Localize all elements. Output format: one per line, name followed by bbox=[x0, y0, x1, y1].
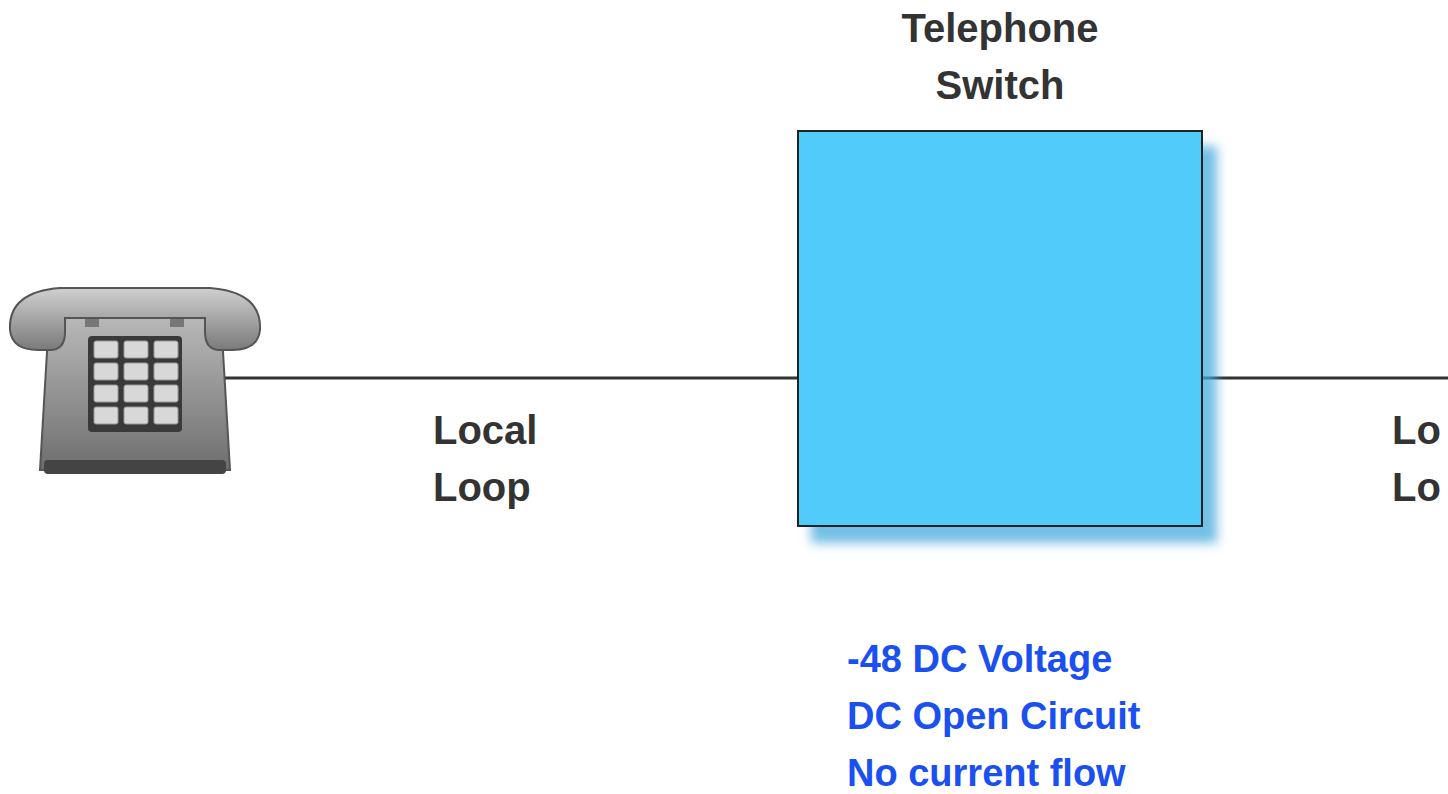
phone-key bbox=[94, 385, 118, 402]
state-note: DC Open Circuit bbox=[847, 693, 1407, 739]
phone-key bbox=[94, 407, 118, 424]
telephone-icon bbox=[10, 288, 260, 474]
phone-key bbox=[124, 385, 148, 402]
state-note: -48 DC Voltage bbox=[847, 636, 1407, 682]
phone-key bbox=[154, 385, 178, 402]
phone-key bbox=[124, 407, 148, 424]
wire-label: Local Loop bbox=[433, 402, 583, 516]
phone-key bbox=[124, 363, 148, 380]
phone-key bbox=[94, 363, 118, 380]
local-loop-wire bbox=[210, 377, 798, 380]
phone-key bbox=[94, 341, 118, 358]
state-note: No current flow bbox=[847, 750, 1407, 794]
node-heading: Telephone Switch bbox=[870, 0, 1130, 114]
phone-key bbox=[154, 341, 178, 358]
phone-key bbox=[154, 407, 178, 424]
wire-label: Lo Lo bbox=[1392, 402, 1444, 516]
switch-box: Telephone Switch bbox=[797, 130, 1203, 527]
phone-key bbox=[124, 341, 148, 358]
phone-key bbox=[154, 363, 178, 380]
local-loop-wire bbox=[1203, 377, 1448, 380]
